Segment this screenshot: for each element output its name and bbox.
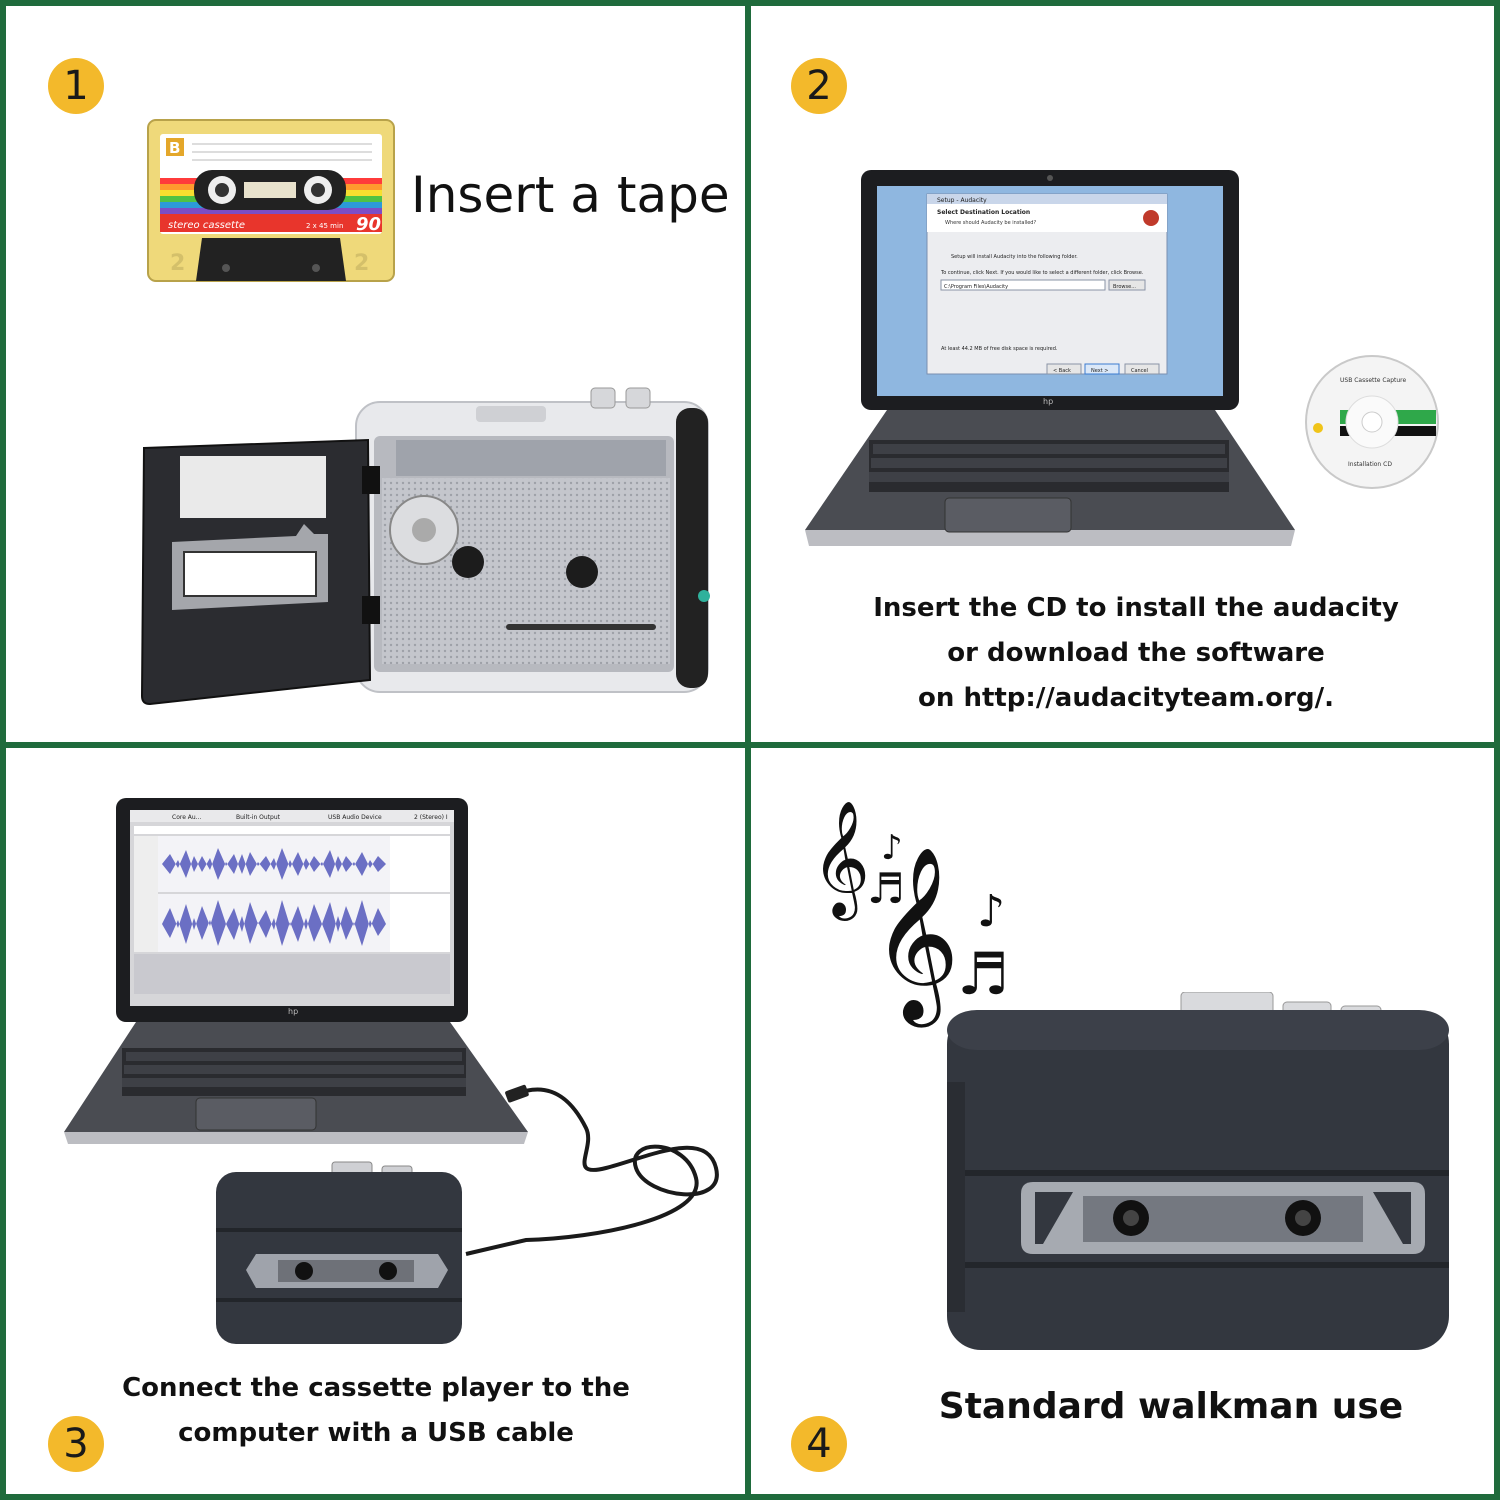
border-right xyxy=(1494,0,1500,1500)
step-3-panel: Core Au... Built-in Output USB Audio Dev… xyxy=(6,748,745,1494)
step-4-panel: 𝄞 ♪ ♬ 𝄞 ♪ ♬ Standard wa xyxy=(751,748,1494,1494)
step-2-caption-line3: on http://audacityteam.org/. xyxy=(918,683,1334,713)
audacity-output: Built-in Output xyxy=(236,814,281,821)
border-left xyxy=(0,0,6,1500)
setup-dialog-path: C:\Program Files\Audacity xyxy=(944,284,1008,290)
svg-text:hp: hp xyxy=(1043,397,1053,406)
svg-text:hp: hp xyxy=(288,1007,298,1016)
music-notes-icon: 𝄞 ♪ ♬ 𝄞 ♪ ♬ xyxy=(811,799,1009,1020)
small-cassette-player xyxy=(216,1161,462,1344)
setup-dialog-title: Setup - Audacity xyxy=(937,197,987,204)
audacity-input: USB Audio Device xyxy=(328,814,382,821)
audacity-host: Core Au... xyxy=(172,814,202,821)
cassette-duration-label: 2 x 45 min xyxy=(306,222,343,230)
step-3-caption-line2: computer with a USB cable xyxy=(178,1418,574,1448)
step-4-caption: Standard walkman use xyxy=(938,1386,1404,1427)
step-1-badge: 1 xyxy=(48,58,104,114)
cassette-tape-icon: B stereo cassette 2 x 45 min 90 2 2 xyxy=(147,119,395,282)
open-cassette-player xyxy=(140,387,710,706)
setup-dialog-next: Next > xyxy=(1091,368,1108,374)
usb-cable xyxy=(465,1084,719,1256)
step-2-caption-line1: Insert the CD to install the audacity xyxy=(873,593,1399,623)
step-3-caption-line1: Connect the cassette player to the xyxy=(122,1373,630,1403)
laptop-setup-screen: Setup - Audacity Select Destination Loca… xyxy=(805,170,1295,546)
setup-dialog-back: < Back xyxy=(1053,368,1071,374)
cd-label: Installation CD xyxy=(1348,461,1392,468)
laptop-audacity-screen: Core Au... Built-in Output USB Audio Dev… xyxy=(64,798,528,1144)
setup-dialog-browse: Browse... xyxy=(1113,284,1136,290)
setup-dialog: Setup - Audacity Select Destination Loca… xyxy=(926,193,1168,375)
cassette-side-label: B xyxy=(169,139,180,157)
setup-dialog-line1: Setup will install Audacity into the fol… xyxy=(951,254,1078,260)
walkman-player xyxy=(947,992,1449,1350)
waveform-track-2 xyxy=(162,900,386,946)
cassette-brand-label: stereo cassette xyxy=(168,220,245,231)
cassette-number-left: 2 xyxy=(170,251,185,276)
step-3-badge: 3 xyxy=(48,1416,104,1472)
waveform-track-1 xyxy=(162,848,386,880)
setup-dialog-subheading: Where should Audacity be installed? xyxy=(945,220,1036,226)
divider-horizontal xyxy=(0,742,1500,748)
setup-dialog-disk-note: At least 44.2 MB of free disk space is r… xyxy=(941,346,1058,352)
setup-dialog-heading: Select Destination Location xyxy=(937,209,1030,216)
cassette-number-right: 2 xyxy=(354,251,369,276)
cassette-length-label: 90 xyxy=(356,214,381,235)
step-2-badge: 2 xyxy=(791,58,847,114)
step-4-badge: 4 xyxy=(791,1416,847,1472)
step-2-caption: Insert the CD to install the audacity or… xyxy=(831,586,1441,721)
step-1-panel: 1 B stereo cassette 2 x 45 min 9 xyxy=(6,6,745,742)
audacity-channels: 2 (Stereo) I xyxy=(414,814,448,821)
step-2-panel: 2 Setup - Audacity Select Destination Lo… xyxy=(751,6,1494,742)
step-1-caption: Insert a tape xyxy=(411,166,730,224)
cd-title: USB Cassette Capture xyxy=(1340,377,1407,384)
setup-dialog-cancel: Cancel xyxy=(1131,368,1148,374)
step-3-caption: Connect the cassette player to the compu… xyxy=(86,1366,666,1456)
step-2-caption-line2: or download the software xyxy=(947,638,1325,668)
divider-vertical xyxy=(745,0,751,1500)
installation-cd-icon: USB Cassette Capture Installation CD xyxy=(1305,355,1439,489)
setup-dialog-line2: To continue, click Next. If you would li… xyxy=(940,270,1144,276)
